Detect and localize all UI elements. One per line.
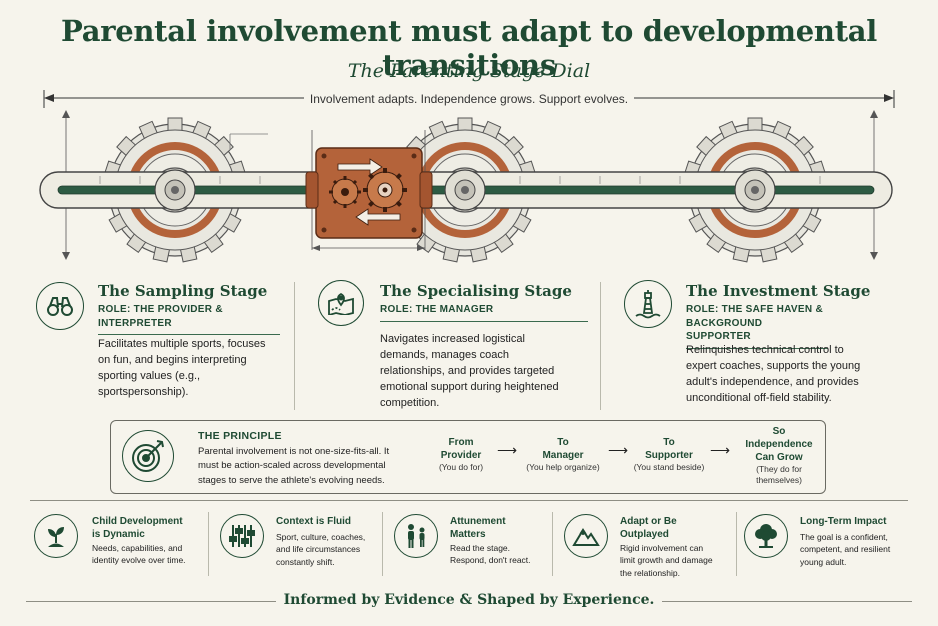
principle-box [110,420,826,494]
stage-title-investment: The Investment Stage [686,282,871,300]
stage-dial-illustration [39,90,895,270]
arrow-right-icon: ⟶ [710,442,731,458]
sliders-icon [220,514,264,558]
stage-role-sampling: ROLE: THE PROVIDER & INTERPRETER [98,303,280,335]
footer-divider [208,512,209,576]
footer-divider [382,512,383,576]
stage-divider [600,282,601,410]
page-title: Parental involvement must adapt to devel… [61,14,877,82]
sprout-icon [34,514,78,558]
binoculars-icon [36,282,84,330]
footer-item-text: Needs, capabilities, and identity evolve… [92,543,186,566]
stage-role-investment: ROLE: THE SAFE HAVEN & BACKGROUND SUPPOR… [686,303,828,349]
footer-item-title: Long-Term Impact [800,516,887,527]
stage-divider [294,282,295,410]
people-icon [394,514,438,558]
map-pin-icon [318,280,364,326]
stage-role-specialising: ROLE: THE MANAGER [380,303,588,322]
tagline-rule-left [26,601,276,602]
stage-desc-sampling: Facilitates multiple sports, focuses on … [98,338,266,398]
stage-title-sampling: The Sampling Stage [98,282,268,300]
footer-item-text: Rigid involvement can limit growth and d… [620,543,713,578]
arrow-right-icon: ⟶ [497,442,518,458]
principle-step: To Manager (You help organize) [526,437,600,472]
footer-tagline: Informed by Evidence & Shaped by Experie… [283,592,655,608]
section-divider [30,500,908,501]
stage-desc-specialising: Navigates increased logistical demands, … [380,333,559,409]
lighthouse-icon [624,280,672,328]
footer-item-title: Child Development is Dynamic [92,516,183,540]
arrow-right-icon: ⟶ [608,442,629,458]
footer-item-text: The goal is a confident, competent, and … [800,532,891,567]
principle-text: Parental involvement is not one-size-fit… [198,446,390,486]
stage-desc-investment: Relinquishes technical control to expert… [686,344,861,404]
target-icon [122,430,174,482]
footer-divider [736,512,737,576]
slider-block [305,147,433,239]
principle-step: To Supporter (You stand beside) [633,437,705,472]
principle-title: THE PRINCIPLE [198,430,282,442]
page-subtitle: The Parenting Stage Dial [347,60,591,82]
dimension-caption: Involvement adapts. Independence grows. … [0,92,938,106]
principle-step: So Independence Can Grow (They do for th… [745,426,813,486]
footer-item-title: Adapt or Be Outplayed [620,516,677,540]
stage-title-specialising: The Specialising Stage [380,282,572,300]
footer-item-text: Sport, culture, coaches, and life circum… [276,532,366,567]
footer-item-title: Attunement Matters [450,516,506,540]
principle-step: From Provider (You do for) [438,437,484,472]
mountain-icon [564,514,608,558]
tree-icon [744,514,788,558]
footer-item-text: Read the stage. Respond, don't react. [450,543,531,566]
footer-divider [552,512,553,576]
footer-item-title: Context is Fluid [276,516,351,527]
tagline-rule-right [662,601,912,602]
